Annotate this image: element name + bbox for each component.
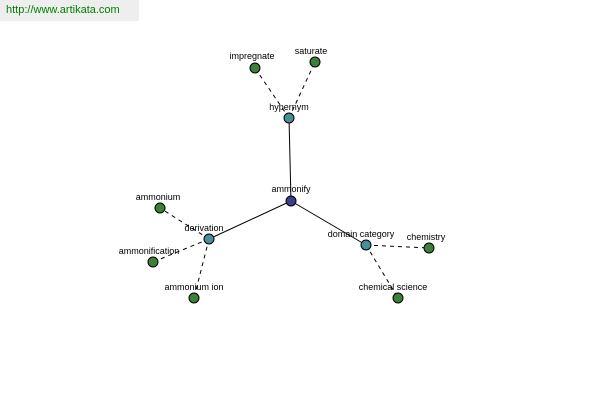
node-circle-hypernym[interactable]: [283, 112, 295, 124]
node-circle-chemistry[interactable]: [423, 242, 435, 254]
node-ammonium-ion[interactable]: ammonium ion: [164, 282, 224, 304]
node-label-saturate: saturate: [295, 46, 328, 56]
edge-derivation-ammonium: [159, 207, 210, 240]
graph-nodes: ammonify hypernym impregnate saturate deriva…: [119, 46, 446, 304]
node-hypernym[interactable]: hypernym: [269, 102, 309, 124]
edge-derivation-ammonification: [152, 238, 210, 263]
node-circle-saturate[interactable]: [309, 56, 321, 68]
node-circle-impregnate[interactable]: [249, 62, 261, 74]
graph-edges: [152, 61, 430, 299]
edge-domain-category-chemical-science: [365, 244, 399, 299]
node-circle-ammonification[interactable]: [147, 256, 159, 268]
node-label-domain-category: domain category: [328, 229, 395, 239]
node-domain-category[interactable]: domain category: [328, 229, 395, 251]
node-label-ammonification: ammonification: [119, 246, 180, 256]
node-label-derivation: derivation: [184, 223, 223, 233]
node-derivation[interactable]: derivation: [184, 223, 224, 245]
node-ammonification[interactable]: ammonification: [119, 246, 180, 268]
edge-derivation-ammonium-ion: [193, 238, 210, 299]
edge-domain-category-chemistry: [365, 244, 430, 249]
node-circle-ammonium-ion[interactable]: [188, 292, 200, 304]
node-saturate[interactable]: saturate: [295, 46, 328, 68]
edge-ammonify-derivation: [208, 200, 292, 240]
node-circle-derivation[interactable]: [203, 233, 215, 245]
site-url-link[interactable]: http://www.artikata.com: [0, 0, 139, 21]
node-label-chemistry: chemistry: [407, 232, 446, 242]
edge-ammonify-domain-category: [290, 200, 367, 246]
edge-hypernym-saturate: [288, 61, 316, 119]
node-label-ammonium: ammonium: [136, 192, 181, 202]
node-chemistry[interactable]: chemistry: [407, 232, 446, 254]
node-label-impregnate: impregnate: [229, 51, 274, 61]
node-circle-chemical-science[interactable]: [392, 292, 404, 304]
node-label-chemical-science: chemical science: [359, 282, 428, 292]
node-circle-ammonify[interactable]: [285, 195, 297, 207]
node-ammonify[interactable]: ammonify: [271, 184, 311, 207]
node-circle-ammonium[interactable]: [154, 202, 166, 214]
edge-hypernym-impregnate: [254, 67, 290, 119]
node-label-ammonium-ion: ammonium ion: [164, 282, 223, 292]
node-label-hypernym: hypernym: [269, 102, 309, 112]
node-chemical-science[interactable]: chemical science: [359, 282, 428, 304]
node-impregnate[interactable]: impregnate: [229, 51, 275, 74]
node-ammonium[interactable]: ammonium: [136, 192, 181, 214]
edge-ammonify-hypernym: [288, 117, 292, 202]
node-circle-domain-category[interactable]: [360, 239, 372, 251]
node-label-ammonify: ammonify: [271, 184, 311, 194]
